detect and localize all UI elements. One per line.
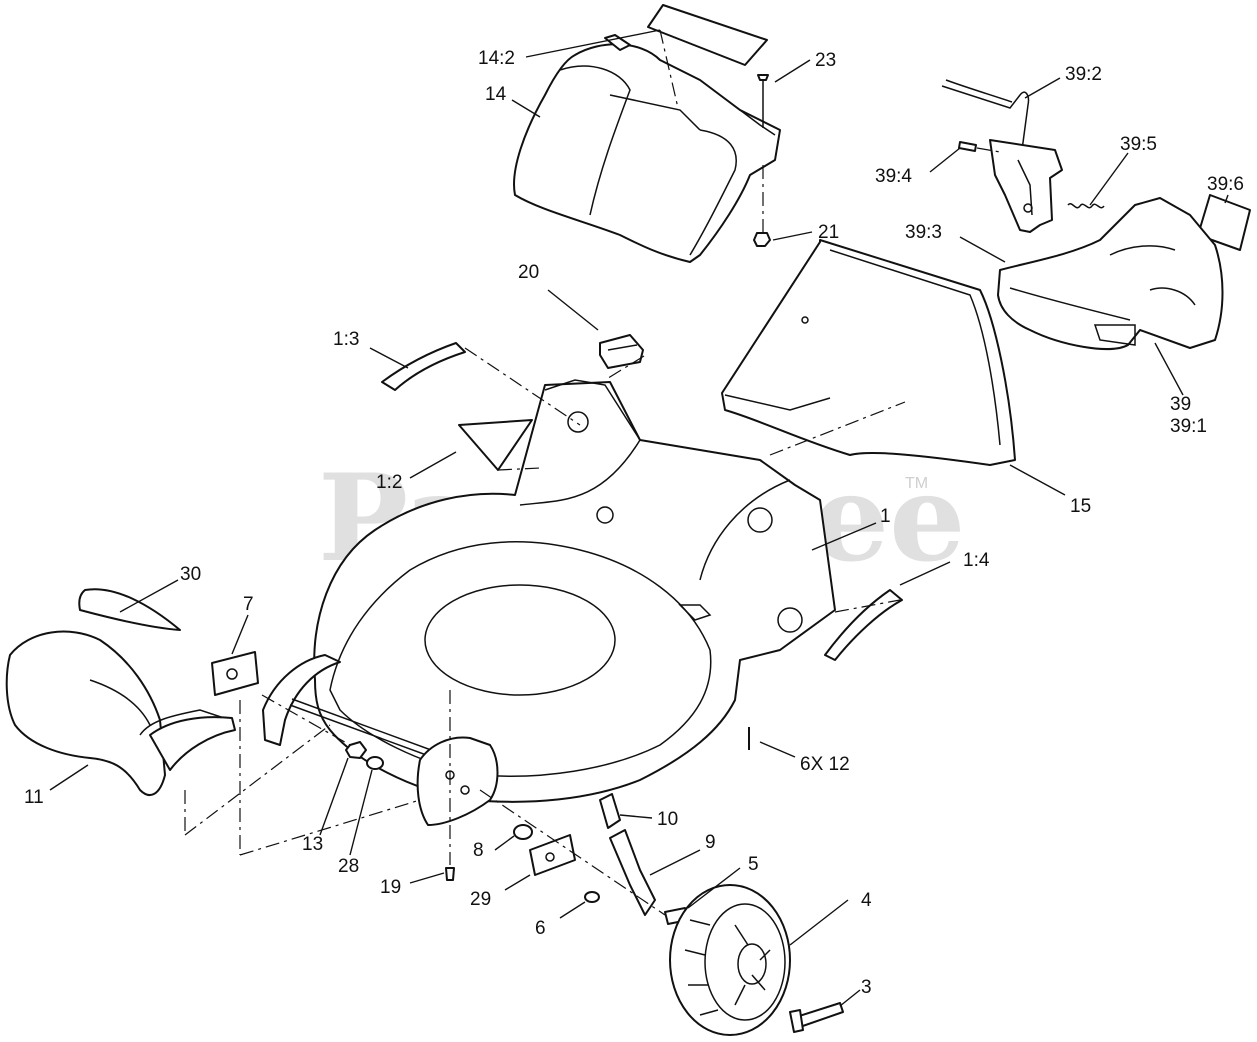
rear-axle xyxy=(289,698,443,761)
callout-1-4: 1:4 xyxy=(963,550,990,571)
part-29-plate xyxy=(529,834,576,876)
part-15-chute xyxy=(721,239,1016,466)
callout-39-2: 39:2 xyxy=(1065,64,1102,85)
callout-9: 9 xyxy=(705,832,716,853)
part-39-4-pin xyxy=(958,141,977,152)
callout-21: 21 xyxy=(818,222,839,243)
part-8-washer xyxy=(513,824,533,840)
part-14-2-decal xyxy=(647,4,768,66)
callout-39-5: 39:5 xyxy=(1120,134,1157,155)
callout-1-2: 1:2 xyxy=(376,472,402,493)
part-1-2-decal xyxy=(458,419,533,471)
callout-13: 13 xyxy=(302,834,323,855)
part-4-wheel xyxy=(669,884,791,1036)
part-39-5-spring xyxy=(1067,203,1105,209)
callout-14: 14 xyxy=(485,84,507,105)
part-39-2-rod xyxy=(941,79,1030,151)
part-20-clip xyxy=(599,334,644,369)
assembly-lines xyxy=(184,347,906,916)
part-23-bolt xyxy=(757,74,769,128)
callout-15: 15 xyxy=(1070,496,1091,517)
callout-39-6: 39:6 xyxy=(1207,174,1244,195)
part-28-washer xyxy=(366,756,384,770)
callout-7: 7 xyxy=(243,594,254,615)
part-1-deck xyxy=(313,379,836,803)
callout-29: 29 xyxy=(470,889,491,910)
callout-labels: 14:2 14 23 21 39:2 39:4 39:5 39:6 39:3 3… xyxy=(24,48,1244,998)
callout-20: 20 xyxy=(518,262,539,283)
callout-6: 6 xyxy=(535,918,546,939)
callout-23: 23 xyxy=(815,50,836,71)
part-1-4-strip xyxy=(824,589,903,661)
rear-height-bracket xyxy=(416,736,499,826)
part-6-washer xyxy=(584,891,600,903)
part-19-bolt xyxy=(445,867,455,881)
part-3-axle-bolt xyxy=(789,1002,844,1033)
callout-4: 4 xyxy=(861,890,872,911)
callout-1-3: 1:3 xyxy=(333,329,359,350)
part-21-nut xyxy=(753,232,771,247)
part-39-6-label xyxy=(1197,194,1251,251)
part-30-flap xyxy=(78,588,181,631)
callout-11: 11 xyxy=(24,787,44,808)
part-7-plate xyxy=(211,651,259,696)
part-14-rear-cover xyxy=(513,34,781,263)
part-13-nut xyxy=(345,741,367,759)
callout-39: 39 xyxy=(1170,394,1191,415)
side-bracket xyxy=(262,654,341,746)
part-39-grass-bag xyxy=(997,197,1224,351)
leader-lines xyxy=(49,29,1229,1007)
watermark-trademark: TM xyxy=(905,475,928,492)
part-11-rear-guard xyxy=(5,630,236,796)
callout-28: 28 xyxy=(338,856,359,877)
callout-19: 19 xyxy=(380,877,401,898)
callout-39-3: 39:3 xyxy=(905,222,942,243)
callout-10: 10 xyxy=(657,809,678,830)
callout-39-1: 39:1 xyxy=(1170,416,1207,437)
callout-5: 5 xyxy=(748,854,759,875)
callout-6x12: 6X 12 xyxy=(800,754,850,775)
part-9-lever xyxy=(609,829,656,916)
callout-14-2: 14:2 xyxy=(478,48,515,69)
callout-1: 1 xyxy=(880,506,891,527)
callout-3: 3 xyxy=(861,977,872,998)
part-10-cap xyxy=(599,793,621,829)
callout-8: 8 xyxy=(473,840,484,861)
part-39-bracket xyxy=(989,139,1063,233)
callout-39-4: 39:4 xyxy=(875,166,912,187)
callout-30: 30 xyxy=(180,564,201,585)
part-1-3-strip xyxy=(381,342,466,391)
